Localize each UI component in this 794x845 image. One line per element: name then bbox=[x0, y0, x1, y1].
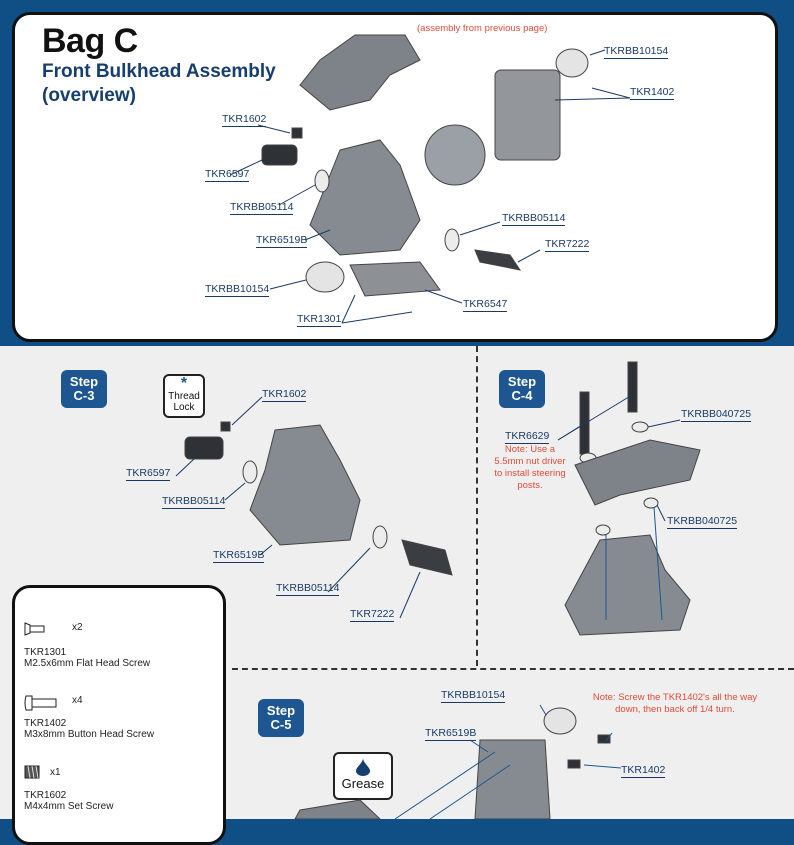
label-tkr1301: TKR1301 bbox=[297, 313, 342, 327]
c5-label-tkrbb10154: TKRBB10154 bbox=[441, 689, 506, 703]
label-tkrbb05114-left: TKRBB05114 bbox=[230, 201, 294, 215]
bearing-left-shape bbox=[314, 169, 330, 193]
c3-label-tkrbb05114-a: TKRBB05114 bbox=[162, 495, 226, 509]
c4-label-tkr6629: TKR6629 bbox=[505, 430, 550, 444]
bearing-top-shape bbox=[555, 48, 589, 78]
c3-label-tkr6597: TKR6597 bbox=[126, 467, 171, 481]
label-tkrbb10154-bottom: TKRBB10154 bbox=[205, 283, 270, 297]
bearing-right-shape bbox=[444, 228, 460, 252]
step-c4-illustration bbox=[557, 361, 701, 636]
c4-note: Note: Use a 5.5mm nut driver to install … bbox=[494, 444, 566, 491]
label-tkrbb05114-right: TKRBB05114 bbox=[502, 212, 566, 226]
label-tkr6519b: TKR6519B bbox=[256, 234, 308, 248]
c5-label-tkr6519b: TKR6519B bbox=[425, 727, 477, 741]
divider-horizontal bbox=[232, 668, 794, 670]
c5-note: Note: Screw the TKR1402's all the way do… bbox=[592, 692, 758, 715]
outdrive-shape bbox=[261, 144, 298, 166]
set-screw-shape bbox=[291, 127, 303, 139]
label-tkr1602: TKR1602 bbox=[222, 113, 267, 127]
part-tkr1402: x4 TKR1402 M3x8mm Button Head Screw bbox=[24, 695, 155, 740]
previous-page-note: (assembly from previous page) bbox=[417, 23, 548, 34]
skid-plate-shape bbox=[349, 261, 441, 297]
flat-head-screw-icon bbox=[24, 622, 45, 636]
divider-vertical bbox=[476, 346, 478, 666]
c4-label-tkrbb040725-bottom: TKRBB040725 bbox=[667, 515, 738, 529]
step-c3-illustration bbox=[175, 396, 453, 619]
part-tkr1301: x2 TKR1301 M2.5x6mm Flat Head Screw bbox=[24, 622, 151, 669]
overview-illustration bbox=[229, 34, 631, 324]
thread-lock-icon: * Thread Lock bbox=[163, 374, 205, 418]
c4-label-tkrbb040725-top: TKRBB040725 bbox=[681, 408, 752, 422]
label-tkr1402: TKR1402 bbox=[630, 86, 675, 100]
bearing-bottom-shape bbox=[305, 261, 345, 293]
c3-label-tkrbb05114-b: TKRBB05114 bbox=[276, 582, 340, 596]
page-subtitle: Front Bulkhead Assembly (overview) bbox=[42, 61, 276, 106]
part-tkr1602: x1 TKR1602 M4x4mm Set Screw bbox=[24, 765, 114, 812]
pinion-shape bbox=[474, 249, 522, 271]
bulkhead-top-right-shape bbox=[494, 69, 561, 161]
c3-label-tkr1602: TKR1602 bbox=[262, 388, 307, 402]
page-title: Bag C bbox=[42, 22, 138, 60]
c3-label-tkr7222: TKR7222 bbox=[350, 608, 395, 622]
diff-gear-shape bbox=[424, 124, 486, 186]
step-c5-illustration bbox=[294, 704, 622, 819]
label-tkrbb10154-top: TKRBB10154 bbox=[604, 45, 669, 59]
grease-icon: Grease bbox=[333, 752, 393, 800]
label-tkr7222: TKR7222 bbox=[545, 238, 590, 252]
label-tkr6597: TKR6597 bbox=[205, 168, 250, 182]
c5-label-tkr1402: TKR1402 bbox=[621, 764, 666, 778]
steering-assembly-shape bbox=[299, 34, 421, 111]
c3-label-tkr6519b: TKR6519B bbox=[213, 549, 265, 563]
set-screw-icon bbox=[24, 765, 40, 779]
bulkhead-main-shape bbox=[309, 139, 421, 256]
parts-list-panel bbox=[12, 585, 226, 845]
label-tkr6547: TKR6547 bbox=[463, 298, 508, 312]
button-head-screw-icon bbox=[24, 695, 57, 711]
